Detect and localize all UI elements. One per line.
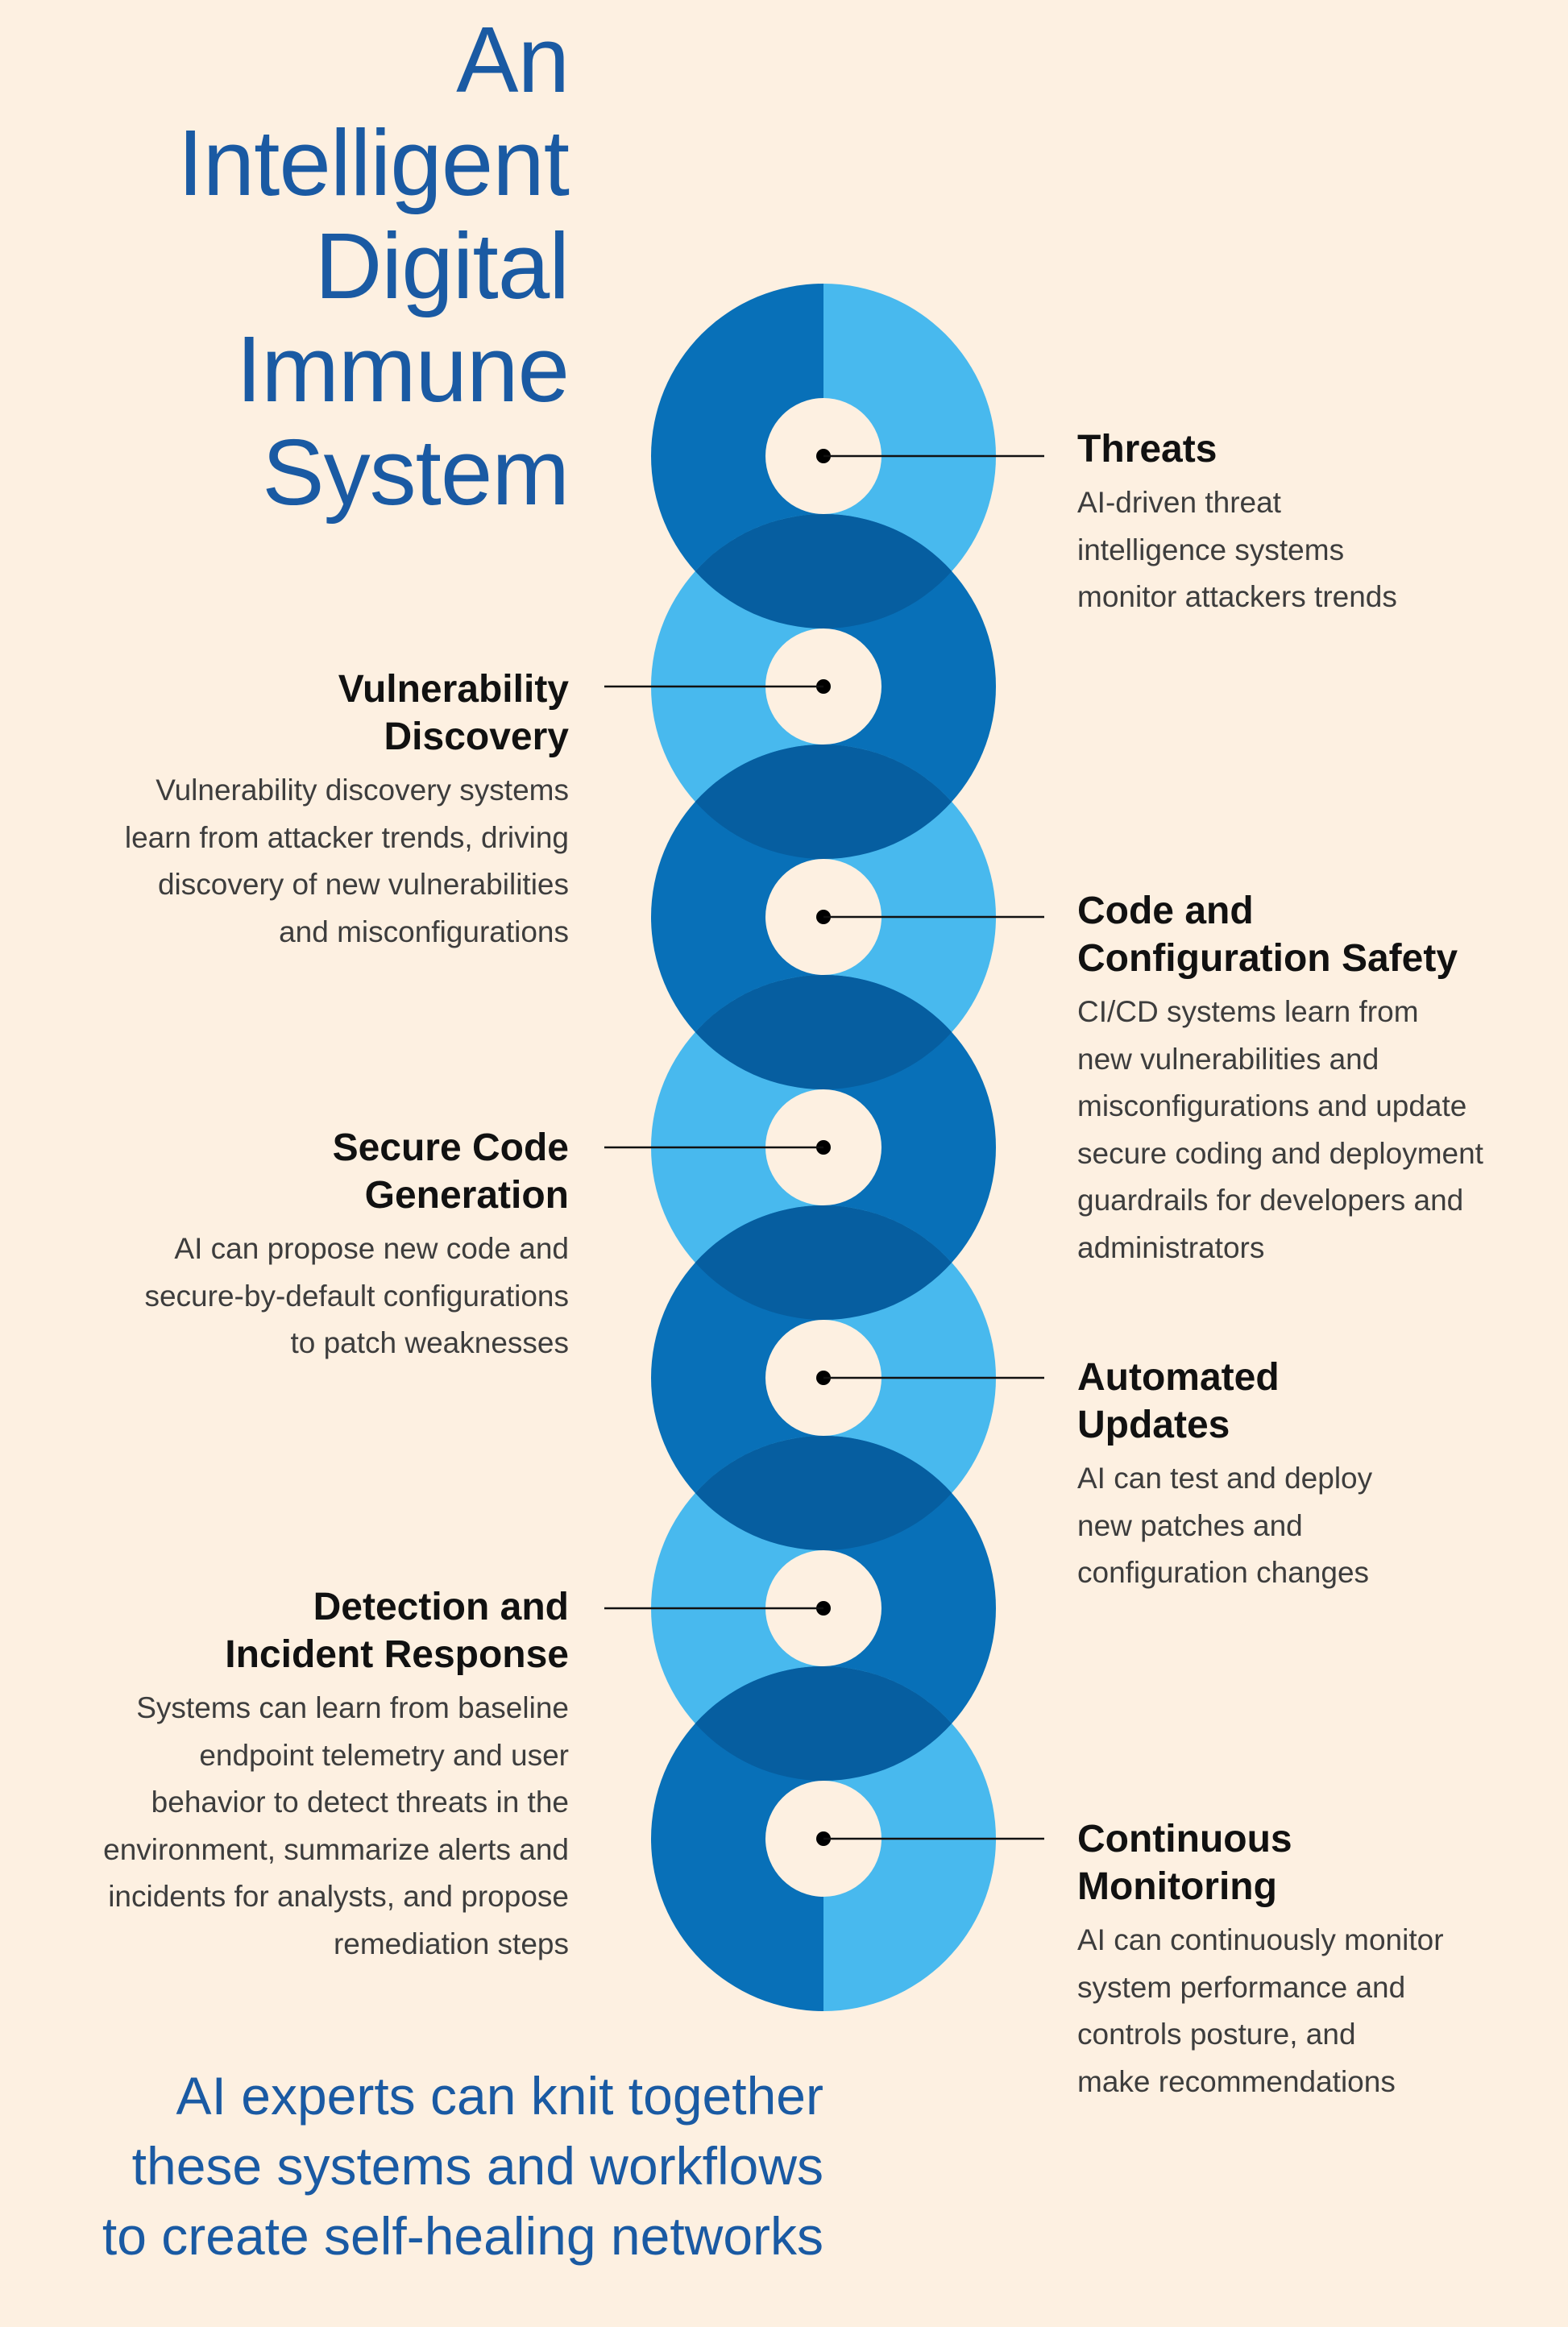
title-line: Immune bbox=[235, 317, 570, 421]
callout-continuous-monitoring: Continuous Monitoring AI can continuousl… bbox=[1077, 1815, 1444, 2105]
ring-overlap bbox=[695, 1436, 952, 1550]
ring-overlap bbox=[695, 1205, 952, 1320]
callout-heading: Automated Updates bbox=[1077, 1354, 1372, 1449]
callout-heading: Threats bbox=[1077, 425, 1397, 473]
description-line: learn from attacker trends, driving bbox=[124, 820, 569, 854]
ring-overlaps bbox=[695, 514, 952, 1781]
footer-tagline: AI experts can knit together these syste… bbox=[34, 2061, 823, 2271]
heading-line: Configuration Safety bbox=[1077, 937, 1458, 980]
ring-overlap bbox=[695, 745, 952, 859]
page-title: An Intelligent Digital Immune System bbox=[21, 7, 570, 525]
heading-line: Monitoring bbox=[1077, 1865, 1277, 1908]
description-line: misconfigurations and update bbox=[1077, 1089, 1467, 1122]
ring-overlap bbox=[695, 1666, 952, 1781]
connectors bbox=[604, 454, 1044, 1840]
title-line: Intelligent bbox=[177, 110, 570, 215]
description-line: configuration changes bbox=[1077, 1556, 1370, 1589]
description-line: discovery of new vulnerabilities bbox=[157, 868, 569, 901]
description-line: system performance and bbox=[1077, 1970, 1406, 2004]
description-line: controls posture, and bbox=[1077, 2018, 1356, 2051]
heading-line: Secure Code bbox=[332, 1126, 569, 1169]
heading-line: Vulnerability bbox=[338, 668, 569, 711]
callout-code-config-safety: Code and Configuration Safety CI/CD syst… bbox=[1077, 887, 1483, 1271]
callout-heading: Vulnerability Discovery bbox=[125, 666, 569, 761]
heading-line: Continuous bbox=[1077, 1818, 1292, 1860]
description-line: AI can continuously monitor bbox=[1077, 1923, 1444, 1956]
title-line: System bbox=[262, 420, 570, 525]
description-line: new vulnerabilities and bbox=[1077, 1042, 1379, 1076]
heading-line: Detection and bbox=[313, 1586, 569, 1628]
description-line: remediation steps bbox=[333, 1927, 569, 1960]
description-line: behavior to detect threats in the bbox=[151, 1786, 569, 1819]
description-line: administrators bbox=[1077, 1230, 1265, 1264]
description-line: AI-driven threat bbox=[1077, 486, 1281, 519]
description-line: environment, summarize alerts and bbox=[103, 1832, 569, 1866]
description-line: AI can propose new code and bbox=[174, 1232, 569, 1265]
footer-line: to create self-healing networks bbox=[102, 2206, 823, 2266]
footer-line: these systems and workflows bbox=[131, 2136, 823, 2196]
callout-heading: Detection and Incident Response bbox=[103, 1583, 569, 1678]
heading-line: Updates bbox=[1077, 1404, 1230, 1446]
title-line: Digital bbox=[314, 214, 570, 318]
callout-detection-incident-response: Detection and Incident Response Systems … bbox=[103, 1583, 569, 1968]
description-line: make recommendations bbox=[1077, 2064, 1396, 2098]
callout-secure-code-generation: Secure Code Generation AI can propose ne… bbox=[144, 1124, 569, 1367]
description-line: to patch weaknesses bbox=[290, 1326, 569, 1359]
heading-line: Threats bbox=[1077, 428, 1217, 471]
description-line: CI/CD systems learn from bbox=[1077, 995, 1419, 1028]
callout-description: AI can continuously monitor system perfo… bbox=[1077, 1917, 1444, 2105]
ring-overlap bbox=[695, 514, 952, 628]
title-line: An bbox=[456, 7, 570, 112]
heading-line: Automated bbox=[1077, 1356, 1280, 1399]
heading-line: Code and bbox=[1077, 890, 1254, 932]
description-line: incidents for analysts, and propose bbox=[108, 1880, 569, 1913]
description-line: secure coding and deployment bbox=[1077, 1136, 1483, 1170]
callout-description: AI can propose new code and secure-by-de… bbox=[144, 1226, 569, 1367]
description-line: monitor attackers trends bbox=[1077, 580, 1397, 613]
callout-description: CI/CD systems learn from new vulnerabili… bbox=[1077, 989, 1483, 1271]
description-line: Vulnerability discovery systems bbox=[156, 774, 569, 807]
callout-heading: Code and Configuration Safety bbox=[1077, 887, 1483, 982]
callout-description: Systems can learn from baseline endpoint… bbox=[103, 1685, 569, 1968]
footer-line: AI experts can knit together bbox=[176, 2066, 823, 2126]
callout-heading: Continuous Monitoring bbox=[1077, 1815, 1444, 1910]
heading-line: Incident Response bbox=[225, 1633, 569, 1676]
callout-heading: Secure Code Generation bbox=[144, 1124, 569, 1219]
description-line: endpoint telemetry and user bbox=[199, 1738, 569, 1772]
ring-overlap bbox=[695, 975, 952, 1089]
callout-description: Vulnerability discovery systems learn fr… bbox=[125, 767, 569, 956]
callout-description: AI-driven threat intelligence systems mo… bbox=[1077, 479, 1397, 621]
description-line: AI can test and deploy bbox=[1077, 1462, 1373, 1495]
heading-line: Discovery bbox=[384, 716, 569, 758]
heading-line: Generation bbox=[364, 1174, 569, 1217]
callout-description: AI can test and deploy new patches and c… bbox=[1077, 1455, 1372, 1597]
callout-vulnerability-discovery: Vulnerability Discovery Vulnerability di… bbox=[125, 666, 569, 956]
description-line: guardrails for developers and bbox=[1077, 1184, 1464, 1217]
description-line: secure-by-default configurations bbox=[144, 1279, 569, 1313]
description-line: Systems can learn from baseline bbox=[136, 1691, 569, 1724]
callout-automated-updates: Automated Updates AI can test and deploy… bbox=[1077, 1354, 1372, 1597]
description-line: intelligence systems bbox=[1077, 533, 1345, 566]
callout-threats: Threats AI-driven threat intelligence sy… bbox=[1077, 425, 1397, 621]
description-line: new patches and bbox=[1077, 1508, 1303, 1542]
description-line: and misconfigurations bbox=[279, 915, 569, 948]
